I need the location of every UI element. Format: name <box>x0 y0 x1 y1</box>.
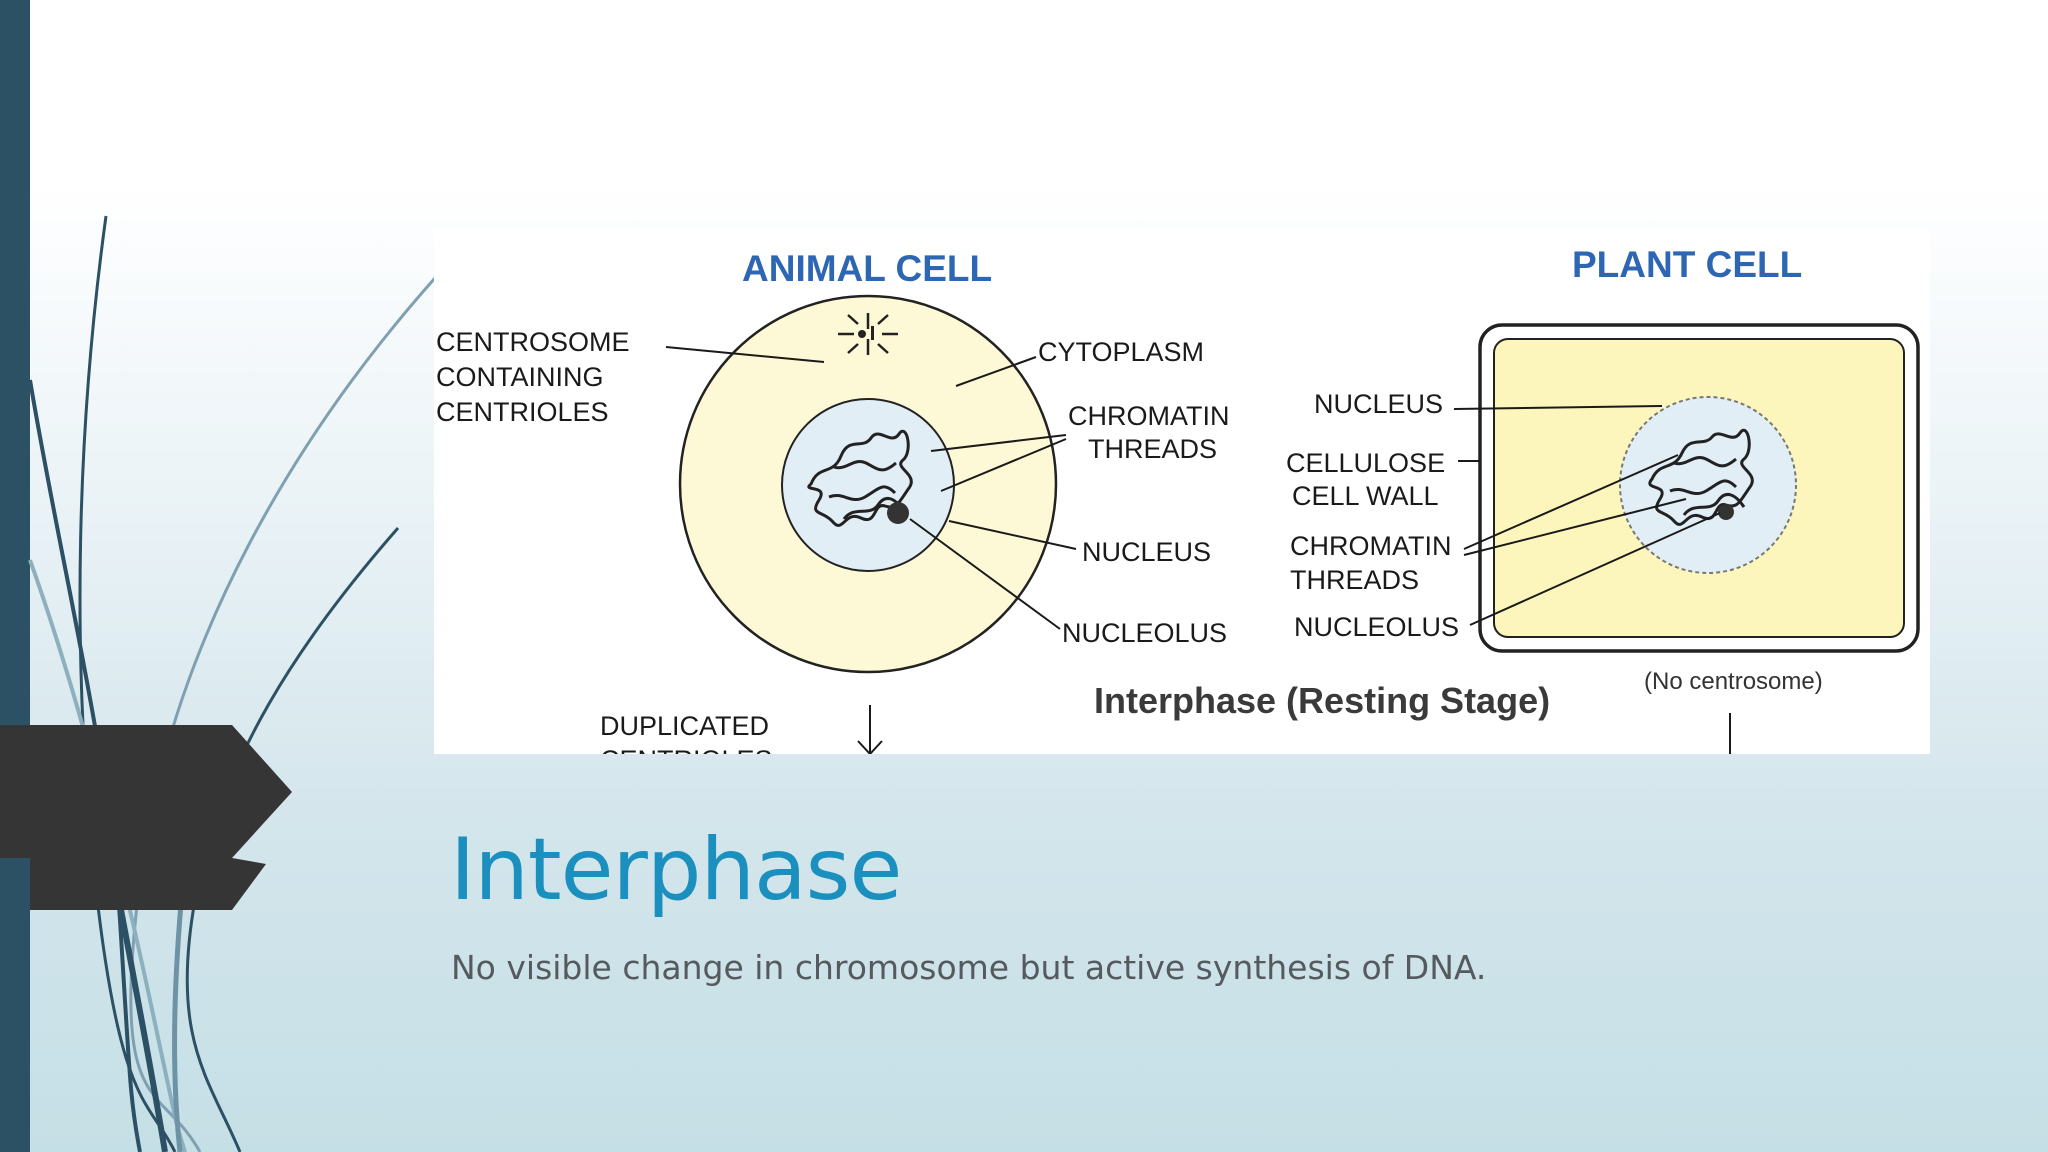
left-accent-bar <box>0 0 30 1152</box>
animal-nucleolus-label: NUCLEOLUS <box>1062 618 1227 648</box>
cytoplasm-label: CYTOPLASM <box>1038 337 1204 367</box>
centrioles-label: CENTRIOLES <box>436 397 609 427</box>
plant-threads-label: THREADS <box>1290 565 1419 595</box>
animal-threads-label: THREADS <box>1088 434 1217 464</box>
arrow-banner-shape <box>0 725 292 858</box>
animal-chromatin-label: CHROMATIN <box>1068 401 1230 431</box>
plant-nucleolus-label: NUCLEOLUS <box>1294 612 1459 642</box>
cellulose-label: CELLULOSE <box>1286 448 1445 478</box>
plant-nucleolus <box>1718 504 1734 520</box>
slide-title: Interphase <box>450 820 902 920</box>
duplicated-label: DUPLICATED <box>600 711 769 741</box>
plant-cell-title: PLANT CELL <box>1572 244 1802 285</box>
plant-nucleus <box>1619 396 1797 574</box>
no-centrosome-note: (No centrosome) <box>1644 668 1823 695</box>
animal-cell-title: ANIMAL CELL <box>742 248 992 289</box>
arrow-banner-notch <box>30 858 266 910</box>
animal-nucleus <box>781 398 955 572</box>
plant-chromatin-label: CHROMATIN <box>1290 531 1452 561</box>
stage-label: Interphase (Resting Stage) <box>1094 680 1550 721</box>
plant-chromatin-threads <box>1648 428 1754 526</box>
interphase-diagram: ANIMAL CELL PLANT CELL CENTROSOME CONTAI… <box>434 229 1930 754</box>
duplicated-centrioles-cut-label: CENTRIOLES <box>600 745 773 754</box>
centrosome-label: CENTROSOME <box>436 327 630 357</box>
cell-wall-label: CELL WALL <box>1292 481 1439 511</box>
animal-nucleolus <box>887 502 909 524</box>
animal-chromatin-threads <box>807 429 913 527</box>
centrosome-icon <box>838 313 898 355</box>
containing-label: CONTAINING <box>436 362 604 392</box>
animal-nucleus-label: NUCLEUS <box>1082 537 1211 567</box>
slide-subtitle: No visible change in chromosome but acti… <box>451 948 1487 987</box>
plant-nucleus-label: NUCLEUS <box>1314 389 1443 419</box>
decorative-curves <box>0 215 437 1152</box>
